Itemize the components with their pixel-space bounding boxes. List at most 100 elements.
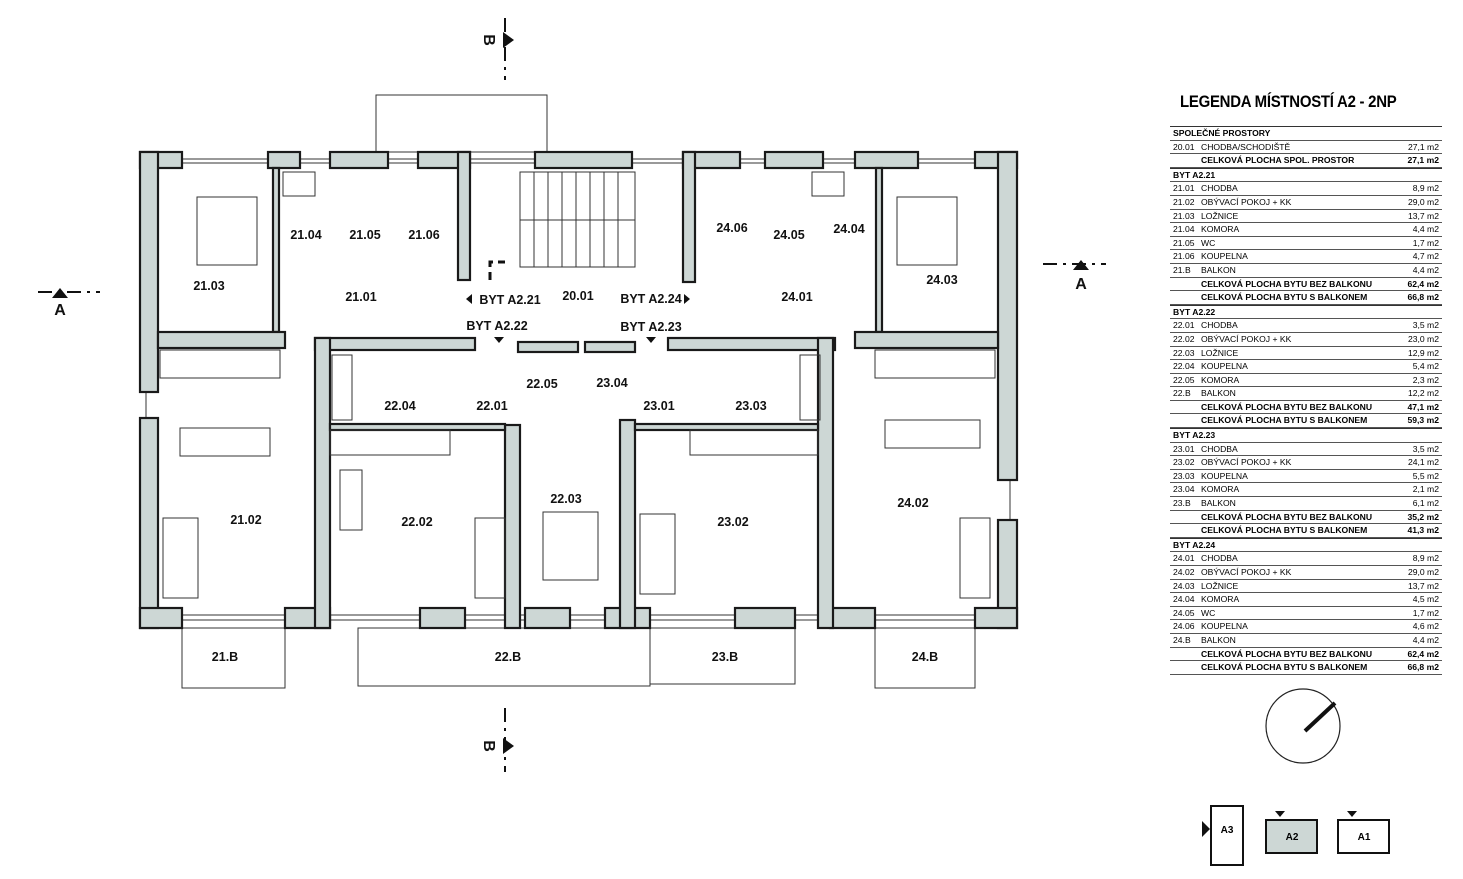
room-area: 6,1 m2	[1412, 498, 1439, 509]
bathtub-22	[331, 354, 353, 421]
room-name: CELKOVÁ PLOCHA BYTU BEZ BALKONU	[1201, 648, 1373, 659]
room-name: OBÝVACÍ POKOJ + KK	[1201, 457, 1292, 468]
room-area: 66,8 m2	[1407, 292, 1439, 303]
kitchen-24	[874, 349, 996, 379]
furniture	[159, 171, 996, 599]
room-number: 24.03	[1173, 580, 1195, 591]
room-label: 23.03	[735, 399, 766, 413]
legend-total-row: CELKOVÁ PLOCHA BYTU S BALKONEM 66,8 m2	[1170, 661, 1442, 675]
room-area: 66,8 m2	[1407, 662, 1439, 673]
room-number: 23.03	[1173, 470, 1195, 481]
room-name: CHODBA/SCHODIŠTĚ	[1201, 141, 1291, 152]
room-label: 24.05	[773, 228, 804, 242]
room-number: 23.01	[1173, 443, 1195, 454]
key-a1: A1	[1358, 832, 1371, 843]
room-number	[1170, 414, 1201, 427]
room-label: 24.04	[833, 222, 864, 236]
room-number	[1170, 511, 1201, 524]
room-area: 1,7 m2	[1412, 607, 1439, 618]
room-name: CELKOVÁ PLOCHA BYTU BEZ BALKONU	[1201, 401, 1373, 412]
flat-label: BYT A2.24	[620, 292, 681, 306]
room-number: 23.02	[1173, 457, 1195, 468]
room-number	[1170, 401, 1201, 414]
room-number	[1170, 661, 1201, 674]
room-name: CELKOVÁ PLOCHA BYTU S BALKONEM	[1201, 662, 1368, 673]
room-name: OBÝVACÍ POKOJ + KK	[1201, 196, 1292, 207]
room-number: 24.02	[1173, 567, 1195, 577]
room-name: KOUPELNA	[1201, 621, 1248, 632]
room-area: 4,4 m2	[1412, 224, 1439, 235]
room-area: 12,2 m2	[1407, 388, 1439, 399]
room-label: 24.B	[912, 650, 938, 664]
room-number: 21.06	[1173, 251, 1195, 262]
flat-label: BYT A2.23	[620, 320, 681, 334]
legend-row: 24.02 OBÝVACÍ POKOJ + KK 29,0 m2	[1170, 566, 1442, 580]
room-area: 8,9 m2	[1412, 183, 1439, 194]
room-area: 24,1 m2	[1407, 457, 1439, 468]
kitchen-23	[689, 429, 819, 456]
room-name: OBÝVACÍ POKOJ + KK	[1201, 567, 1292, 577]
room-name: LOŽNICE	[1201, 210, 1239, 221]
legend-section-heading: SPOLEČNÉ PROSTORY	[1170, 126, 1442, 141]
room-number: 20.01	[1173, 141, 1195, 152]
room-number: 22.04	[1173, 361, 1195, 372]
room-label: 23.02	[717, 515, 748, 529]
room-number: 21.02	[1173, 196, 1195, 207]
room-area: 3,5 m2	[1412, 320, 1439, 331]
sofa-24-02	[959, 517, 991, 599]
room-labels: 21.03 21.04 21.05 21.06 21.01 20.01 24.0…	[193, 221, 957, 664]
room-name: BALKON	[1201, 634, 1236, 645]
sofa-21-02	[162, 517, 199, 599]
room-area: 4,4 m2	[1412, 264, 1439, 275]
section-a-right: A	[1075, 276, 1087, 293]
room-name: KOMORA	[1201, 224, 1240, 235]
key-a2: A2	[1286, 832, 1299, 843]
table-24-02	[884, 419, 981, 449]
room-area: 29,0 m2	[1407, 567, 1439, 577]
room-area: 23,0 m2	[1407, 333, 1439, 344]
room-area: 4,7 m2	[1412, 251, 1439, 262]
room-area: 5,4 m2	[1412, 361, 1439, 372]
room-number: 22.03	[1173, 347, 1195, 358]
flat-labels: BYT A2.21 BYT A2.22 BYT A2.24 BYT A2.23	[466, 260, 690, 343]
room-number	[1170, 291, 1201, 304]
room-name: WC	[1201, 237, 1216, 248]
room-label: 22.03	[550, 492, 581, 506]
room-area: 2,3 m2	[1412, 374, 1439, 385]
table-21-02	[179, 427, 271, 457]
legend-section-heading: BYT A2.24	[1170, 537, 1442, 553]
room-name: WC	[1201, 607, 1216, 618]
entrance-canopy	[375, 94, 548, 153]
room-number: 24.01	[1173, 553, 1195, 564]
bed-24-03	[896, 196, 958, 266]
room-area: 8,9 m2	[1412, 553, 1439, 564]
room-number: 22.01	[1173, 320, 1195, 331]
room-name: CELKOVÁ PLOCHA BYTU BEZ BALKONU	[1201, 511, 1373, 522]
room-number	[1170, 648, 1201, 661]
arrow-left-icon	[466, 294, 472, 304]
room-number	[1170, 524, 1201, 537]
legend-section-heading: BYT A2.22	[1170, 304, 1442, 320]
room-label: 24.06	[716, 221, 747, 235]
room-name: CHODBA	[1201, 183, 1238, 194]
room-label: 21.B	[212, 650, 238, 664]
section-markers: B B A A	[38, 18, 1106, 772]
sofa-23-02	[639, 513, 676, 595]
